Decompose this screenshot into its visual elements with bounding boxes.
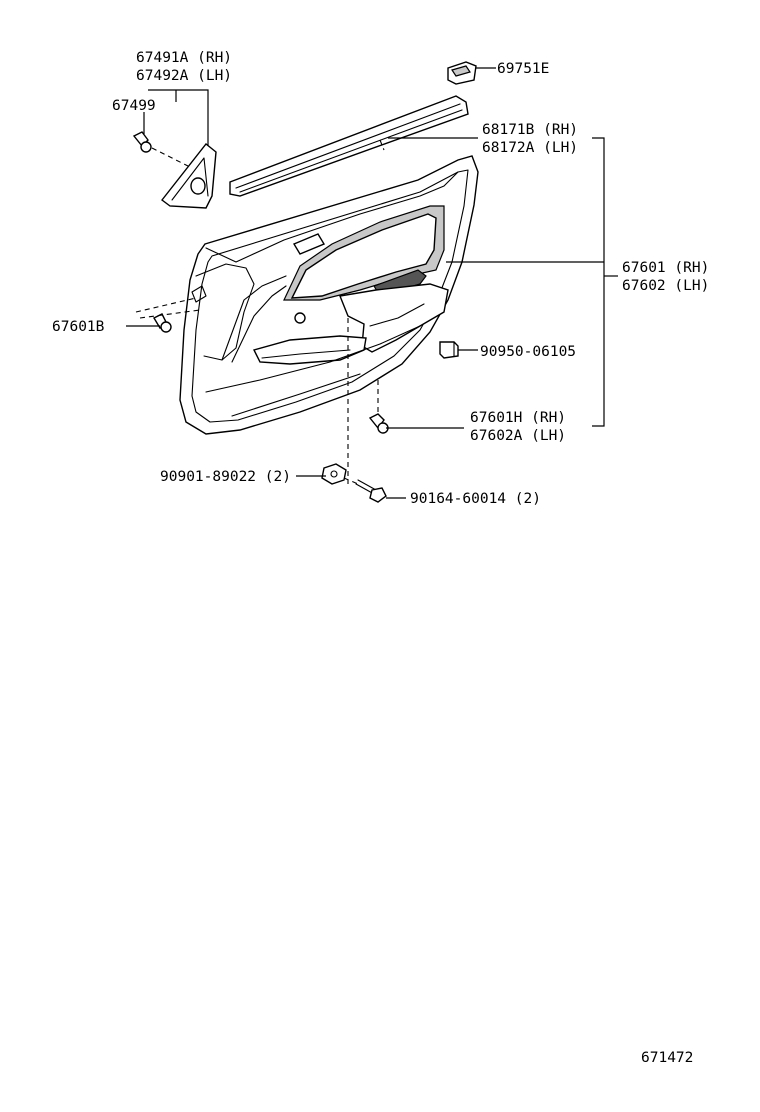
switch-base-part xyxy=(447,61,477,85)
label-clip-67499: 67499 xyxy=(112,98,156,114)
label-screw: 90164-60014 (2) xyxy=(410,491,541,507)
nut-part xyxy=(321,463,347,485)
label-garnish-lh: 67492A (LH) xyxy=(136,68,232,84)
weatherstrip xyxy=(229,95,469,197)
label-switch-base: 69751E xyxy=(497,61,549,77)
label-board-rh: 67601 (RH) xyxy=(622,260,709,276)
label-clip-h-rh: 67601H (RH) xyxy=(470,410,566,426)
door-trim-board xyxy=(179,155,479,435)
label-clip-67601b: 67601B xyxy=(52,319,105,335)
label-garnish-rh: 67491A (RH) xyxy=(136,50,232,66)
cushion-part xyxy=(439,341,459,359)
label-clip-h-lh: 67602A (LH) xyxy=(470,428,566,444)
illustration-number: 671472 xyxy=(641,1050,693,1066)
label-cushion: 90950-06105 xyxy=(480,344,576,360)
label-weatherstrip-lh: 68172A (LH) xyxy=(482,140,578,156)
clip-67499-part xyxy=(132,131,152,153)
leader-lines xyxy=(126,67,618,499)
part-labels: 67491A (RH) 67492A (LH) 67499 69751E 681… xyxy=(52,50,709,1066)
label-nut: 90901-89022 (2) xyxy=(160,469,291,485)
corner-garnish-part xyxy=(161,143,217,209)
clip-67601h-part xyxy=(368,413,389,434)
clip-67601b-part xyxy=(153,313,172,333)
label-board-lh: 67602 (LH) xyxy=(622,278,709,294)
screw-part xyxy=(355,479,387,503)
installation-lines xyxy=(135,139,385,485)
label-weatherstrip-rh: 68171B (RH) xyxy=(482,122,578,138)
